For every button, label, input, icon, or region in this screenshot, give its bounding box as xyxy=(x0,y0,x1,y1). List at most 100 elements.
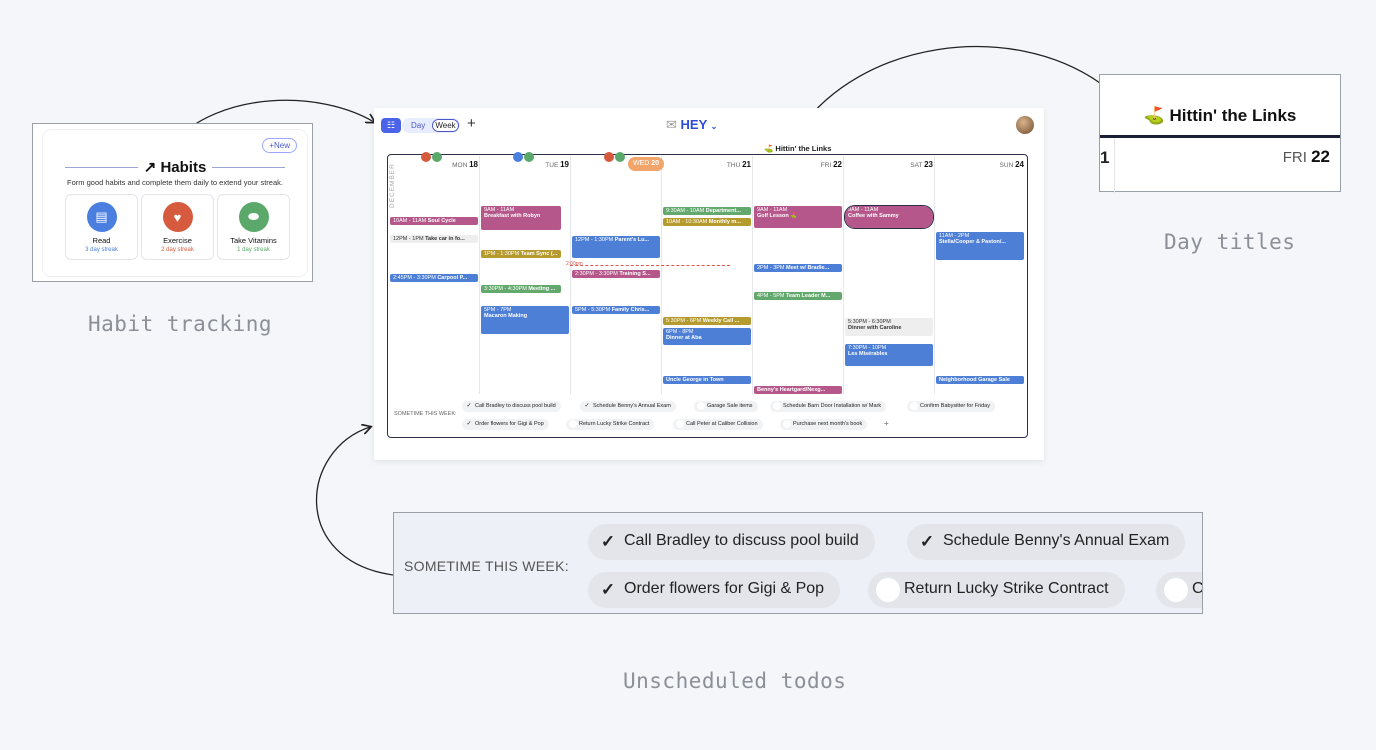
todo-chip[interactable]: ✓Order flowers for Gigi & Pop xyxy=(588,572,841,608)
logo-text: HEY xyxy=(680,117,708,132)
day-header-sat[interactable]: SAT 23 xyxy=(843,160,933,169)
day-header-sun[interactable]: SUN 24 xyxy=(934,160,1024,169)
habit-streak: 2 day streak xyxy=(161,247,194,253)
day-header-mon[interactable]: MON 18 xyxy=(388,160,478,169)
checkmark-icon[interactable]: ✓ xyxy=(466,421,472,427)
week-view-button[interactable]: Week xyxy=(432,119,459,132)
day-header-wed-today[interactable]: WED 20 xyxy=(628,157,664,171)
event-meet-bradley[interactable]: 2PM - 3PM Meet w/ Bradle... xyxy=(754,264,842,272)
habit-card-vitamins[interactable]: ⬬ Take Vitamins 1 day streak xyxy=(217,194,290,260)
day-name: THU xyxy=(726,162,741,169)
todo-chip[interactable]: Return Lucky Strike Contract xyxy=(566,419,655,430)
day-num: 20 xyxy=(651,160,660,167)
day-header-fri-zoom[interactable]: FRI 22 xyxy=(1282,147,1330,166)
event-team-sync[interactable]: 1PM - 1:30PM Team Sync (... xyxy=(481,250,561,258)
habit-streak: 3 day streak xyxy=(85,247,118,253)
month-label: DECEMBER xyxy=(389,163,396,208)
todo-chip[interactable]: Garage Sale items xyxy=(694,401,758,412)
checkbox-circle[interactable] xyxy=(676,420,684,428)
day-header-tue[interactable]: TUE 19 xyxy=(479,160,569,169)
avatar[interactable] xyxy=(1016,116,1034,134)
checkbox-circle[interactable] xyxy=(910,402,918,410)
event-garage-sale[interactable]: Neighborhood Garage Sale xyxy=(936,376,1024,384)
add-icon[interactable]: + xyxy=(467,115,476,132)
todo-chip[interactable]: ✓Schedule Benny's Annual Exam xyxy=(907,524,1186,560)
habit-card-read[interactable]: ▤ Read 3 day streak xyxy=(65,194,138,260)
habits-subtitle: Form good habits and complete them daily… xyxy=(67,178,283,187)
day-name: TUE xyxy=(545,162,559,169)
column-divider xyxy=(570,156,571,394)
event-parents-lunch[interactable]: 12PM - 1:30PM Parent's Lu... xyxy=(572,236,660,258)
add-todo-button[interactable]: + xyxy=(884,419,889,428)
todo-chip[interactable]: ✓Call Bradley to discuss pool build xyxy=(588,524,875,560)
todo-chip[interactable]: Purchase next month's book xyxy=(780,419,868,430)
event-take-car[interactable]: 12PM - 1PM Take car in fo... xyxy=(390,235,478,243)
book-icon: ▤ xyxy=(86,202,117,232)
todo-chip[interactable]: C xyxy=(1156,572,1202,608)
view-toggle: Day Week xyxy=(402,118,460,133)
todo-chip[interactable]: Call Peter at Caliber Collision xyxy=(673,419,763,430)
event-meeting[interactable]: 3:30PM - 4:30PM Meeting ... xyxy=(481,285,561,293)
heart-pulse-icon xyxy=(421,152,431,162)
todo-chip[interactable]: ✓Order flowers for Gigi & Pop xyxy=(462,419,549,430)
day-num: 21 xyxy=(742,160,751,169)
pill-icon xyxy=(432,152,442,162)
pill-icon xyxy=(615,152,625,162)
day-name: SAT xyxy=(910,162,923,169)
event-department[interactable]: 9:30AM - 10AM Department... xyxy=(663,207,751,215)
checkbox-circle[interactable] xyxy=(876,578,900,602)
event-family-christmas[interactable]: 5PM - 5:30PM Family Chris... xyxy=(572,306,660,314)
checkbox-circle[interactable] xyxy=(783,420,791,428)
todo-chip[interactable]: Return Lucky Strike Contract xyxy=(868,572,1125,608)
day-header-fri[interactable]: FRI 22 xyxy=(752,160,842,169)
book-icon xyxy=(513,152,523,162)
day-num: 24 xyxy=(1015,160,1024,169)
event-soul-cycle[interactable]: 10AM - 11AM Soul Cycle xyxy=(390,217,478,225)
day-view-button[interactable]: Day xyxy=(411,121,426,130)
new-habit-button[interactable]: +New xyxy=(262,138,297,153)
todo-chip[interactable]: ✓Schedule Benny's Annual Exam xyxy=(580,401,676,412)
calendar-day-title: ⛳ Hittin' the Links xyxy=(764,144,832,153)
event-training[interactable]: 2:30PM - 3:30PM Training S... xyxy=(572,270,660,278)
column-divider xyxy=(1114,138,1115,193)
pill-icon: ⬬ xyxy=(238,202,269,232)
checkbox-circle[interactable] xyxy=(697,402,705,410)
checkbox-circle[interactable] xyxy=(569,420,577,428)
day-num: 1 xyxy=(1100,148,1110,167)
checkbox-circle[interactable] xyxy=(1164,578,1188,602)
checkmark-icon[interactable]: ✓ xyxy=(600,580,616,599)
day-num: 22 xyxy=(833,160,842,169)
event-team-leader[interactable]: 4PM - 5PM Team Leader M... xyxy=(754,292,842,300)
hey-logo[interactable]: ✉ HEY ⌄ xyxy=(666,117,717,133)
caption-day-titles: Day titles xyxy=(1164,230,1296,254)
event-uncle-george[interactable]: Uncle George in Town xyxy=(663,376,751,384)
habit-name: Exercise xyxy=(163,236,192,245)
checkmark-icon[interactable]: ✓ xyxy=(600,532,616,551)
event-carpool[interactable]: 2:45PM - 3:30PM Carpool P... xyxy=(390,274,478,282)
apps-grid-icon[interactable]: ☷ xyxy=(381,118,401,133)
calendar-week-view: ☷ Day Week + ✉ HEY ⌄ ⛳ Hittin' the Links… xyxy=(374,108,1044,460)
todo-chip[interactable]: Schedule Barn Door Installation w/ Mark xyxy=(770,401,887,412)
habit-card-exercise[interactable]: ♥ Exercise 2 day streak xyxy=(141,194,214,260)
event-monthly[interactable]: 10AM - 10:30AM Monthly m... xyxy=(663,218,751,226)
column-divider xyxy=(843,156,844,394)
checkmark-icon[interactable]: ✓ xyxy=(466,403,472,409)
todo-chip[interactable]: ✓Call Bradley to discuss pool build xyxy=(462,401,561,412)
current-time-label: 2:00pm xyxy=(566,261,583,267)
checkbox-circle[interactable] xyxy=(773,402,781,410)
event-benny-heartgard[interactable]: Benny's Heartgard/Nexg... xyxy=(754,386,842,394)
todo-chip[interactable]: Confirm Babysitter for Friday xyxy=(907,401,995,412)
day-header-thu[interactable]: THU 21 xyxy=(661,160,751,169)
habit-dots-tue xyxy=(513,152,535,164)
checkmark-icon[interactable]: ✓ xyxy=(584,403,590,409)
checkmark-icon[interactable]: ✓ xyxy=(919,532,935,551)
event-weekly-call[interactable]: 5:30PM - 6PM Weekly Call ... xyxy=(663,317,751,325)
